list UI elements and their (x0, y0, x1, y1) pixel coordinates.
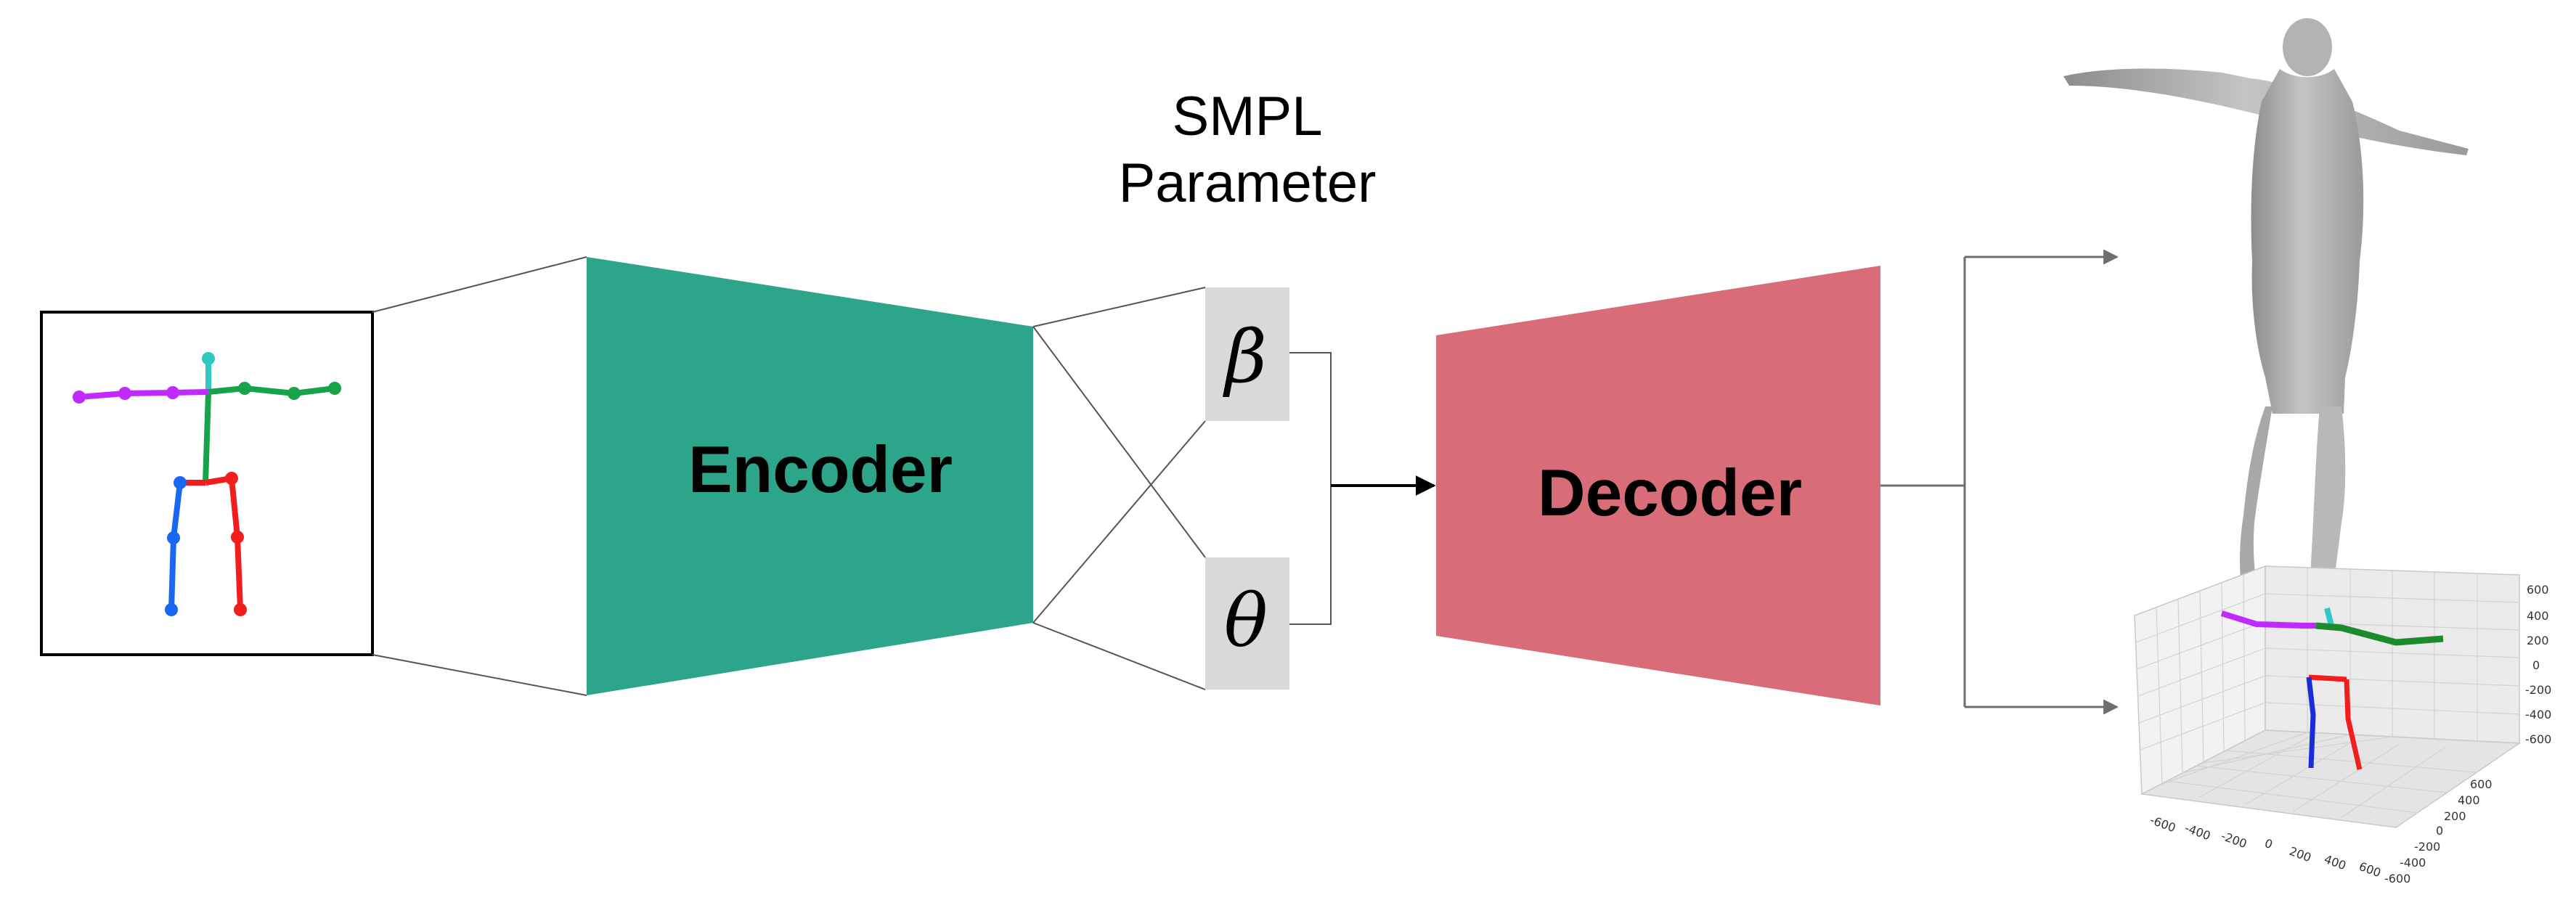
x-tick: 400 (2323, 852, 2348, 872)
theta-symbol: θ (1224, 578, 1268, 663)
input-to-encoder-connectors (372, 256, 587, 696)
y-tick: 200 (2444, 809, 2466, 823)
z-tick: -400 (2525, 708, 2551, 721)
beta-box (1205, 287, 1289, 421)
y-tick: -600 (2384, 872, 2410, 886)
3d-skeleton (2220, 608, 2444, 770)
z-tick: -200 (2525, 683, 2551, 697)
plot-y-tick-labels: 600 400 200 0 -200 -400 -600 (2384, 777, 2493, 886)
x-tick: -600 (2148, 813, 2178, 835)
input-pose-panel (40, 311, 374, 656)
title-line-2: Parameter (1119, 152, 1377, 214)
x-tick: -400 (2183, 821, 2213, 843)
params-to-decoder-connector (1289, 352, 1436, 625)
y-tick: 0 (2436, 824, 2443, 838)
plot-z-tick-labels: 600 400 200 0 -200 -400 -600 (2525, 583, 2551, 746)
x-tick: 200 (2288, 844, 2313, 864)
y-tick: -400 (2400, 856, 2426, 870)
beta-symbol: β (1222, 314, 1267, 399)
encoder-to-params-connectors (1032, 287, 1206, 690)
encoder-block: Encoder (587, 257, 1033, 695)
3d-skeleton-plot-icon: -600 -400 -200 0 200 400 600 600 400 200… (2134, 565, 2551, 886)
x-tick: -200 (2220, 829, 2249, 851)
2d-skeleton-icon (73, 352, 341, 616)
theta-box (1205, 557, 1289, 690)
decoder-label: Decoder (1538, 457, 1802, 530)
z-tick: 200 (2527, 634, 2549, 647)
decoder-block: Decoder (1436, 266, 1880, 706)
beta-parameter: β (1205, 287, 1289, 421)
z-tick: 600 (2527, 583, 2549, 597)
plot-x-tick-labels: -600 -400 -200 0 200 400 600 (2148, 813, 2383, 880)
z-tick: 0 (2532, 658, 2540, 672)
decoder-shape (1436, 266, 1880, 706)
encoder-label: Encoder (688, 433, 953, 507)
title-line-1: SMPL (1173, 86, 1323, 147)
z-tick: 400 (2527, 609, 2549, 623)
smpl-parameter-title: SMPL Parameter (1119, 86, 1377, 214)
x-tick: 600 (2357, 859, 2383, 880)
decoder-output-connectors (1880, 249, 2119, 715)
z-tick: -600 (2525, 732, 2551, 746)
y-tick: 400 (2458, 793, 2480, 807)
human-body-mesh-icon (2063, 18, 2469, 660)
encoder-shape (587, 257, 1033, 695)
x-tick: 0 (2263, 836, 2275, 851)
theta-parameter: θ (1205, 557, 1289, 690)
y-tick: 600 (2470, 777, 2493, 791)
y-tick: -200 (2414, 840, 2440, 854)
